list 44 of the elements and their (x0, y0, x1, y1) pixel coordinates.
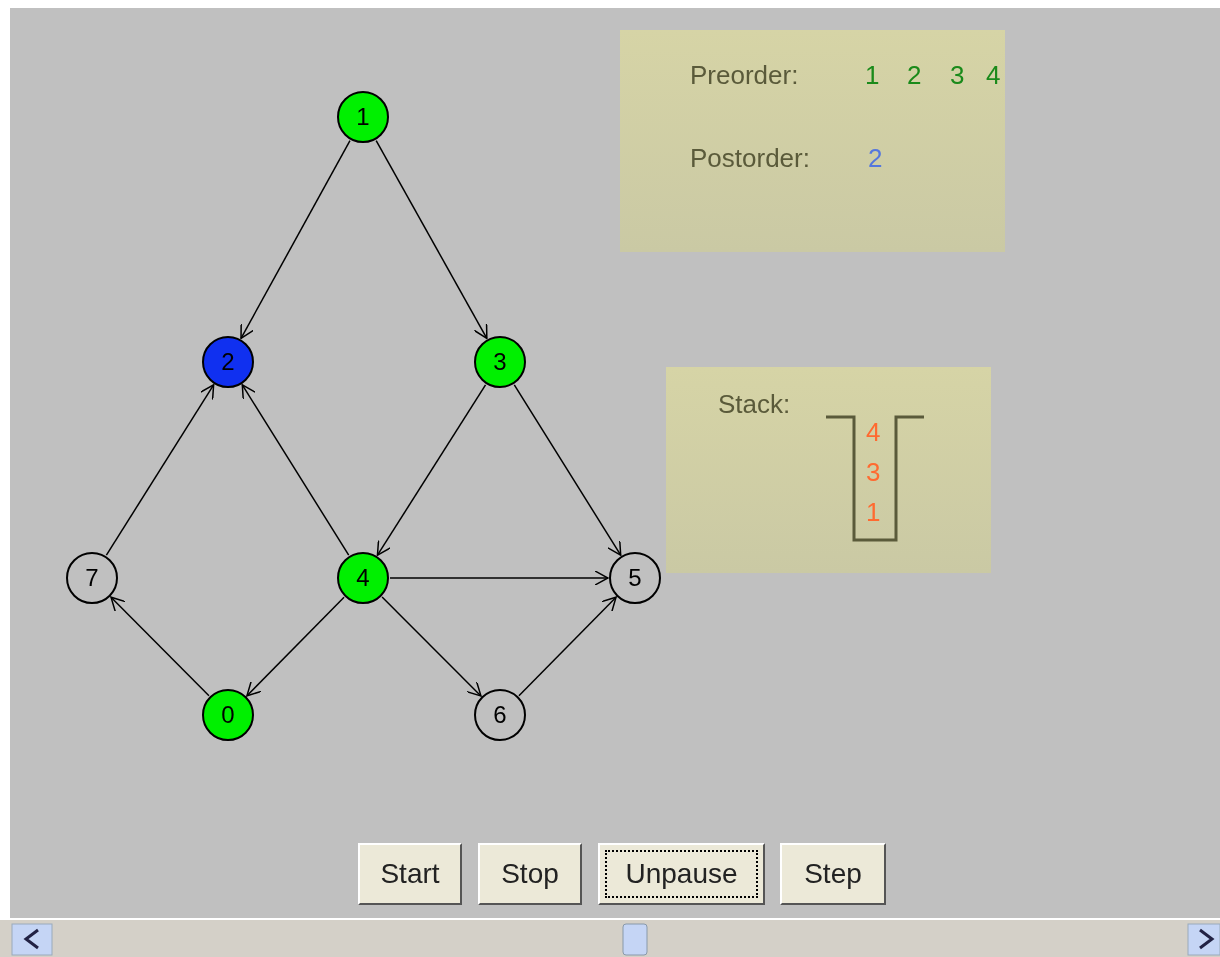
number: 4 (866, 417, 881, 447)
graph-node (202, 689, 254, 741)
node-number: 4 (356, 564, 370, 592)
number: 3 (866, 457, 881, 487)
arrow (381, 596, 482, 697)
number: 2 (907, 60, 922, 90)
node-number: 3 (493, 348, 507, 376)
arrow (389, 570, 609, 586)
number: 4 (986, 60, 1001, 90)
arrow (105, 384, 215, 556)
node-number: 0 (221, 701, 235, 729)
heading-text: Postorder: (690, 143, 810, 173)
node-number: 7 (85, 564, 99, 592)
info-panel (620, 30, 1005, 252)
button: Stop (478, 843, 582, 905)
graph-node (337, 552, 389, 604)
node-number: 2 (221, 348, 235, 376)
node-number: 1 (356, 103, 370, 131)
number: 3 (950, 60, 965, 90)
graph-node (474, 689, 526, 741)
heading-text: Stack: (718, 389, 791, 419)
node-number: 5 (628, 564, 642, 592)
graph-node (337, 91, 389, 143)
arrow (246, 596, 345, 697)
arrow (513, 384, 622, 556)
heading-text: Preorder: (690, 60, 799, 90)
arrow (110, 596, 210, 697)
arrow (375, 139, 488, 340)
graph-node (202, 336, 254, 388)
graph-node (474, 336, 526, 388)
number: 1 (866, 497, 881, 527)
graph-node (609, 552, 661, 604)
info-panel (666, 367, 991, 573)
node-number: 6 (493, 701, 507, 729)
arrow (376, 384, 487, 556)
number: 2 (868, 143, 883, 173)
arrow (241, 384, 350, 556)
button: Step (780, 843, 886, 905)
arrow (518, 596, 617, 697)
button: Unpause (598, 843, 765, 905)
arrow (240, 139, 351, 340)
button: Start (358, 843, 462, 905)
graph-node (66, 552, 118, 604)
number: 1 (865, 60, 880, 90)
